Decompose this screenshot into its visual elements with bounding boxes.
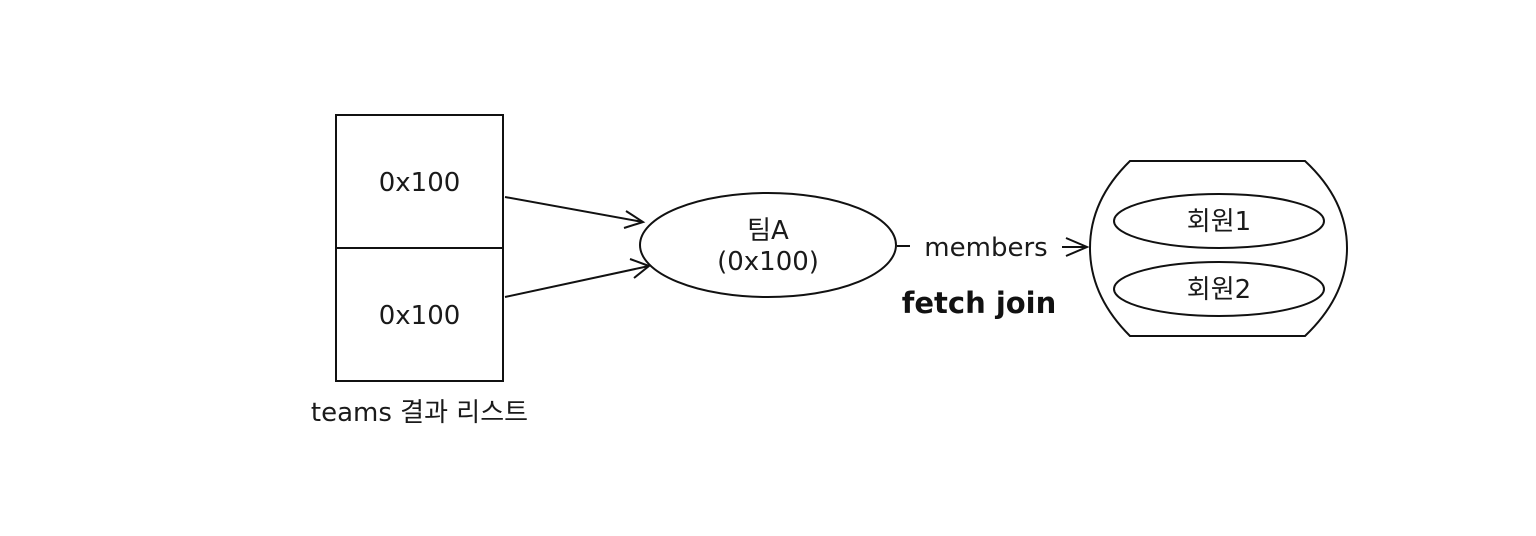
team-address: (0x100) [717,247,819,277]
fetch-join-label: fetch join [902,286,1057,320]
members-relation: members fetch join [897,233,1090,320]
list-caption: teams 결과 리스트 [311,398,528,428]
list-cell-2-value: 0x100 [379,301,461,331]
team-ellipse [639,192,897,298]
member-ellipse-1 [1113,193,1325,249]
list-cell-1 [335,114,504,249]
team-entity: 팀A (0x100) [639,192,897,298]
relation-field-label: members [924,233,1047,263]
member-collection: 회원1 회원2 [1088,160,1349,337]
member-label-2: 회원2 [1187,275,1251,305]
arrowhead-icon [629,258,652,279]
arrowhead-icon [623,210,646,229]
team-name: 팀A [747,216,789,246]
list-cell-2 [335,247,504,382]
teams-result-list: 0x100 0x100 teams 결과 리스트 [311,114,528,428]
arrowhead-icon [1065,237,1090,257]
member-label-1: 회원1 [1187,207,1251,237]
reference-arrow-1 [504,196,646,229]
reference-arrow-2 [504,258,652,298]
member-ellipse-2 [1113,261,1325,317]
list-cell-1-value: 0x100 [379,168,461,198]
